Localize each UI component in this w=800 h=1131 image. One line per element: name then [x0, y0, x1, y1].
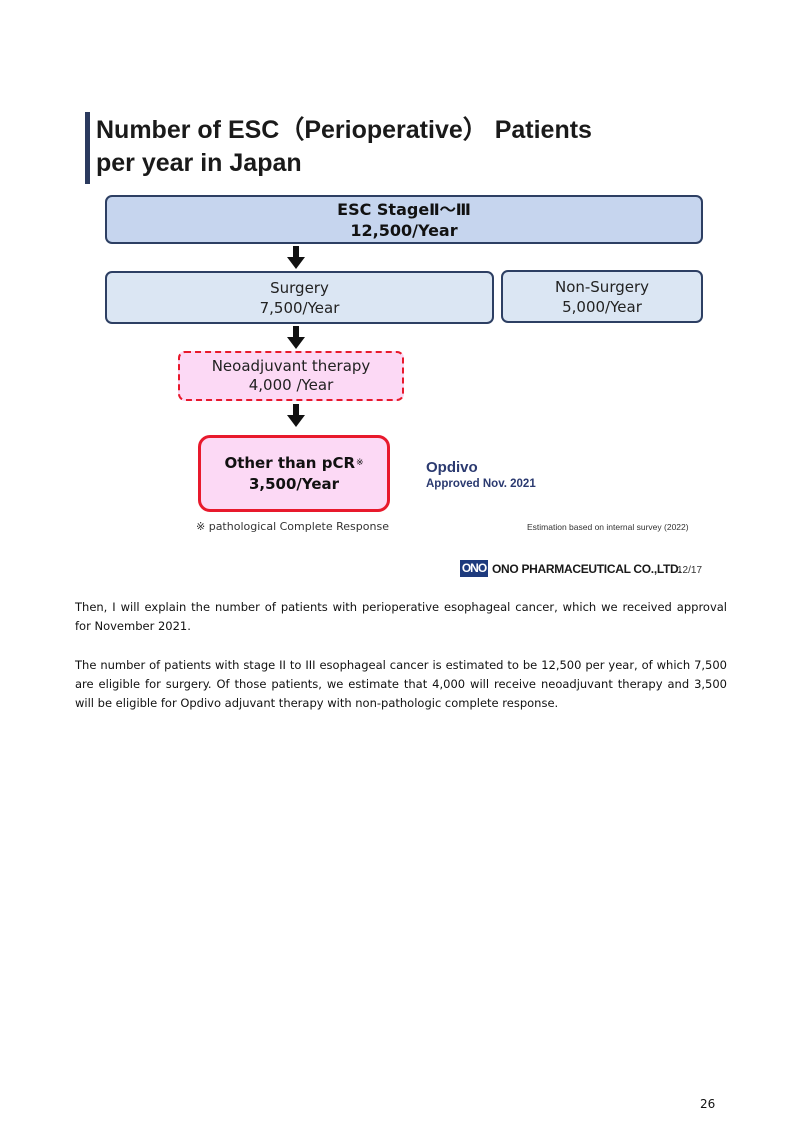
non-surgery-label: Non-Surgery	[554, 277, 650, 296]
estimation-note: Estimation based on internal survey (202…	[527, 522, 689, 532]
esc-stage-box: ESC StageⅡ～Ⅲ 12,500/Year	[105, 195, 703, 244]
slide-number: 12/17	[677, 565, 703, 576]
company-name: ONO PHARMACEUTICAL CO.,LTD.	[492, 562, 682, 576]
ono-logo-icon: ONO	[460, 560, 488, 577]
paragraph-details: The number of patients with stage II to …	[75, 658, 727, 710]
pcr-footnote: ※ pathological Complete Response	[196, 520, 389, 533]
non-surgery-box: Non-Surgery 5,000/Year	[501, 270, 703, 323]
pcr-label: Other than pCR	[224, 453, 355, 472]
surgery-box: Surgery 7,500/Year	[105, 271, 494, 324]
surgery-value: 7,500/Year	[259, 298, 340, 317]
arrow-down-icon	[287, 326, 305, 349]
page-number: 26	[700, 1097, 716, 1111]
neoadjuvant-label: Neoadjuvant therapy	[211, 357, 371, 375]
neoadjuvant-value: 4,000 /Year	[248, 376, 334, 394]
paragraph-intro: Then, I will explain the number of patie…	[75, 600, 727, 633]
slide-title: Number of ESC（Perioperative） Patients pe…	[96, 114, 716, 180]
other-than-pcr-box: Other than pCR※ 3,500/Year	[198, 435, 390, 512]
esc-stage-value: 12,500/Year	[350, 220, 458, 240]
arrow-down-icon	[287, 246, 305, 269]
surgery-label: Surgery	[270, 278, 329, 297]
esc-stage-label: ESC StageⅡ～Ⅲ	[337, 199, 471, 219]
title-accent-bar	[85, 112, 90, 184]
opdivo-label: Opdivo	[426, 459, 478, 476]
non-surgery-value: 5,000/Year	[562, 297, 642, 316]
approved-label: Approved Nov. 2021	[426, 478, 536, 490]
neoadjuvant-box: Neoadjuvant therapy 4,000 /Year	[178, 351, 404, 401]
title-line-1: Number of ESC（Perioperative） Patients	[96, 116, 592, 144]
footnote-mark: ※	[356, 457, 364, 468]
pcr-label-row: Other than pCR※	[224, 453, 363, 474]
arrow-down-icon	[287, 404, 305, 427]
pcr-value: 3,500/Year	[248, 474, 340, 493]
title-line-2: per year in Japan	[96, 149, 302, 177]
